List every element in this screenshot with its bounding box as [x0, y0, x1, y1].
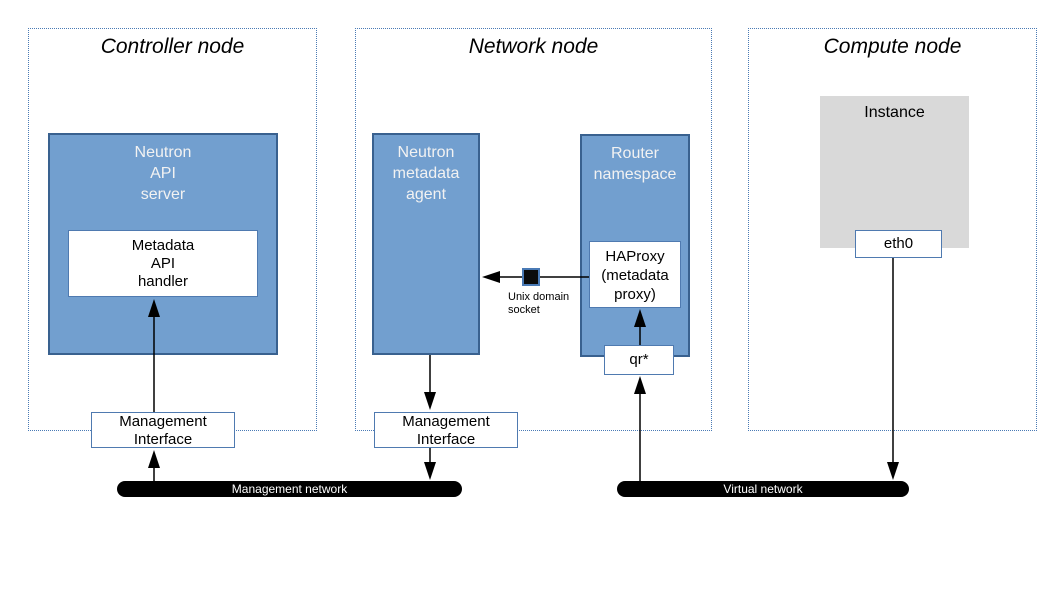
management-interface-controller-box: Management Interface — [91, 412, 235, 448]
qr-interface-box: qr* — [604, 345, 674, 375]
unix-domain-socket-label: Unix domain socket — [508, 291, 570, 316]
management-interface-network-box: Management Interface — [374, 412, 518, 448]
virtual-network-bar: Virtual network — [617, 481, 909, 497]
metadata-api-handler-box: Metadata API handler — [68, 230, 258, 297]
controller-node-title: Controller node — [100, 35, 245, 58]
network-node-box: Network node — [355, 28, 712, 431]
arrow-mgmt-interface-network-to-mgmtnet — [424, 448, 436, 480]
network-node-title: Network node — [468, 35, 599, 58]
management-network-bar: Management network — [117, 481, 462, 497]
arrow-mgmtnet-to-mgmt-interface-controller — [148, 450, 160, 481]
eth0-interface-box: eth0 — [855, 230, 942, 258]
instance-box: Instance — [820, 96, 969, 248]
compute-node-title: Compute node — [823, 35, 962, 58]
neutron-metadata-agent-box: Neutron metadata agent — [372, 133, 480, 355]
haproxy-metadata-proxy-box: HAProxy (metadata proxy) — [589, 241, 681, 308]
